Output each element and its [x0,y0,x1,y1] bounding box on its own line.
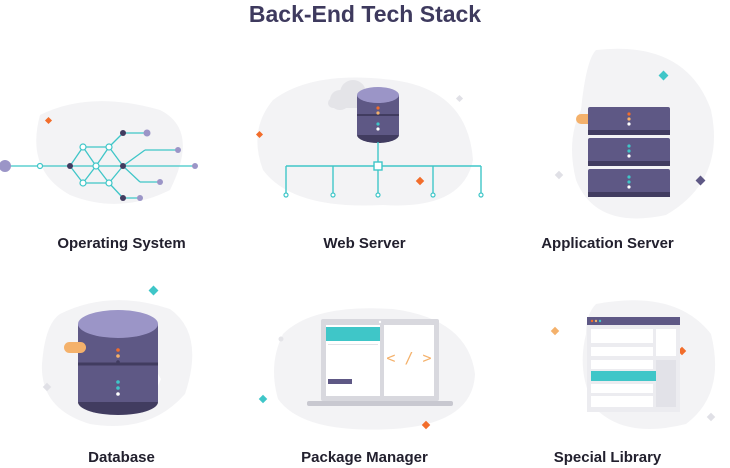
page-title: Back-End Tech Stack [248,1,482,27]
database-cylinder-icon [41,285,193,426]
code-symbol: < / > [386,349,431,367]
tile-special-library: Special Library [486,224,729,466]
label-web-server: Web Server [323,235,406,252]
network-node-icon [0,101,198,204]
tile-package-manager: < / > Package Manager [243,224,486,466]
tile-database: Database [0,224,243,466]
cloud-server-icon [255,77,484,206]
label-special-library: Special Library [553,449,662,466]
label-database: Database [88,449,155,466]
browser-window-icon [550,300,716,429]
label-package-manager: Package Manager [301,449,428,466]
server-rack-icon [554,48,714,219]
tile-application-server: Application Server [486,0,729,252]
laptop-code-icon: < / > [258,308,475,430]
tile-operating-system: Operating System [0,0,243,252]
label-operating-system: Operating System [57,235,186,252]
label-application-server: Application Server [541,235,674,252]
tile-web-server: Web Server [243,0,486,252]
